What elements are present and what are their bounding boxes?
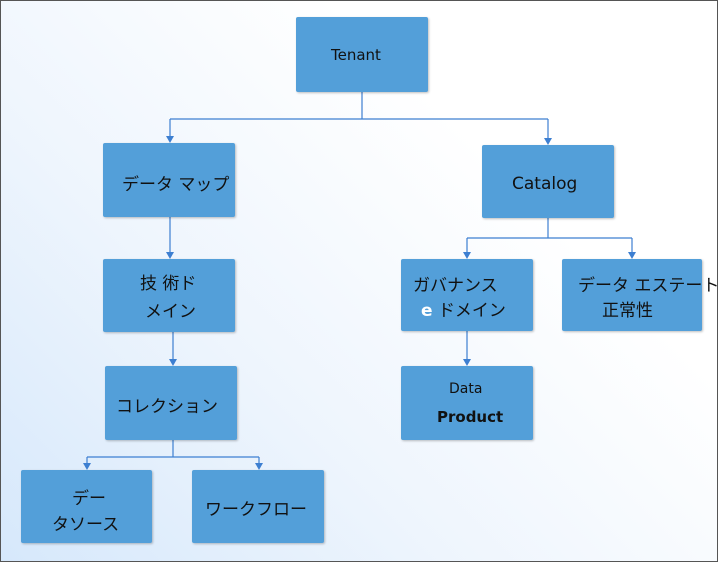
node-governance-domain: ガバナンス e ドメイン [401,259,533,331]
node-data-source-line2: タソース [52,515,120,535]
node-technical-domain-line2: メイン [145,302,196,322]
node-collection: コレクション [105,366,237,440]
node-data-map-label: データ マップ [122,175,230,195]
node-data-product: Data Product [401,366,533,440]
arrowhead-governance [463,252,471,259]
arrowhead-data-source [83,463,91,470]
node-data-estate-health: データ エステート 正常性 [562,259,717,331]
arrowhead-catalog [544,138,552,145]
node-data-estate-health-line2: 正常性 [602,301,653,321]
node-data-product-line2: Product [437,408,504,426]
node-workflow-label: ワークフロー [205,500,307,520]
node-data-source: デー タソース [21,470,152,543]
arrowhead-estate-health [628,252,636,259]
node-workflow: ワークフロー [192,470,324,543]
arrowhead-tech-domain [166,252,174,259]
node-governance-domain-text: ドメイン [437,301,506,321]
node-data-map: データ マップ [103,143,235,217]
arrowhead-collection [169,359,177,366]
arrowhead-workflow [255,463,263,470]
node-data-product-line1: Data [449,381,483,397]
node-tenant: Tenant [296,17,428,92]
node-governance-domain-line1: ガバナンス [413,276,498,296]
node-catalog-label: Catalog [512,174,578,194]
node-technical-domain-line1: 技 術ド [140,274,197,294]
node-governance-domain-line2: e ドメイン [421,296,506,321]
node-catalog: Catalog [482,145,614,218]
node-data-estate-health-line1: データ エステート [578,276,718,296]
arrowhead-data-map [166,136,174,143]
node-collection-label: コレクション [116,397,218,417]
arrowhead-data-product [463,359,471,366]
node-tenant-label: Tenant [331,46,381,64]
node-technical-domain: 技 術ド メイン [103,259,235,332]
node-data-source-line1: デー [72,489,106,509]
node-governance-domain-prefix: e [421,301,433,321]
